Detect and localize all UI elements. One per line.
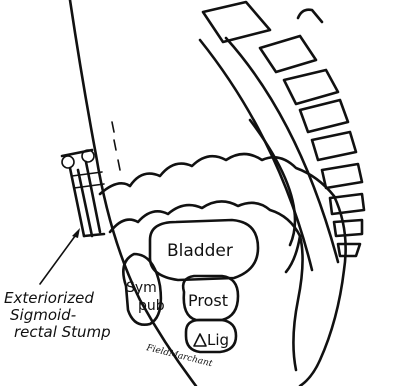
caption: Exteriorized Sigmoid- rectal Stump: [4, 289, 111, 341]
caption-line-3: rectal Stump: [14, 323, 111, 341]
symphysis-pubis: Sym pub: [123, 254, 164, 325]
bladder-label: Bladder: [167, 241, 233, 261]
prost-label: Prost: [188, 291, 228, 310]
ligament: Lig: [186, 320, 236, 352]
caption-line-2: Sigmoid-: [10, 306, 76, 324]
caption-arrow: [40, 228, 80, 284]
bladder: Bladder: [150, 220, 258, 280]
prostate: Prost: [183, 276, 238, 320]
sym-label: Sym: [126, 280, 157, 296]
caption-line-1: Exteriorized: [4, 289, 94, 307]
pub-label: pub: [138, 298, 165, 314]
signature-text: FieldMarchant: [144, 343, 213, 369]
artist-signature: FieldMarchant: [144, 343, 213, 369]
lig-label: Lig: [207, 331, 229, 349]
